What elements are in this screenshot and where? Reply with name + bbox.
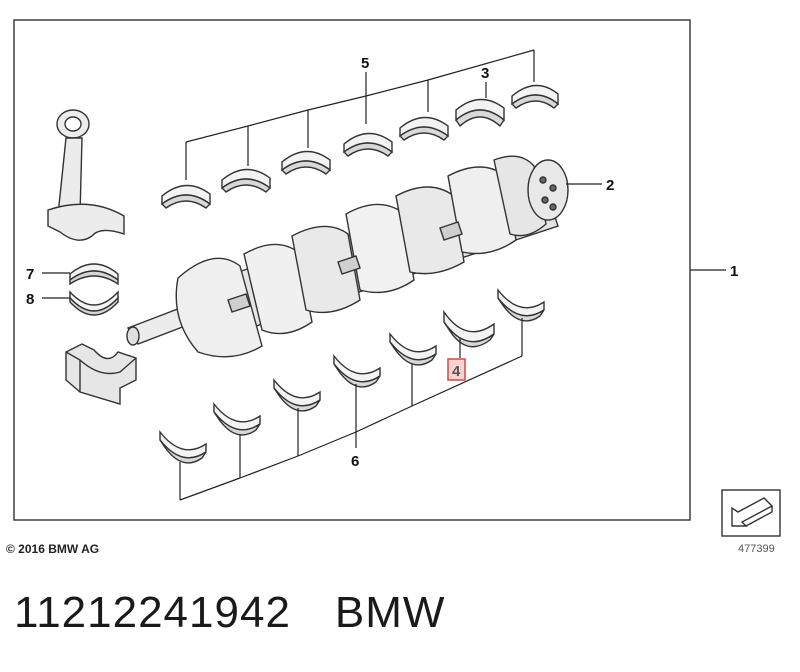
crankshaft bbox=[126, 155, 569, 358]
highlight-box bbox=[447, 358, 466, 381]
figure-number: 477399 bbox=[738, 543, 775, 555]
callout-1: 1 bbox=[730, 263, 738, 280]
callout-4-highlighted[interactable]: 4 bbox=[447, 358, 466, 381]
callout-5: 5 bbox=[361, 55, 369, 72]
connecting-rod bbox=[47, 109, 125, 241]
leader-lines bbox=[42, 49, 726, 501]
copyright-notice: © 2016 BMW AG bbox=[6, 542, 100, 556]
callout-8: 8 bbox=[26, 291, 34, 308]
callout-3: 3 bbox=[481, 65, 489, 82]
part-number: 11212241942 bbox=[14, 588, 291, 637]
callout-4[interactable]: 4 bbox=[452, 363, 461, 380]
rod-bearing-shells bbox=[69, 263, 119, 316]
callout-7: 7 bbox=[26, 266, 34, 283]
upper-main-bearing-shells bbox=[160, 84, 560, 209]
callout-6: 6 bbox=[351, 453, 359, 470]
brand-name: BMW bbox=[334, 588, 446, 637]
next-arrow-icon[interactable] bbox=[721, 489, 781, 537]
bearing-cap bbox=[65, 343, 137, 405]
callout-2: 2 bbox=[606, 177, 614, 194]
lower-main-bearing-shells bbox=[159, 287, 545, 464]
part-number-line: 11212241942 BMW bbox=[14, 588, 445, 638]
